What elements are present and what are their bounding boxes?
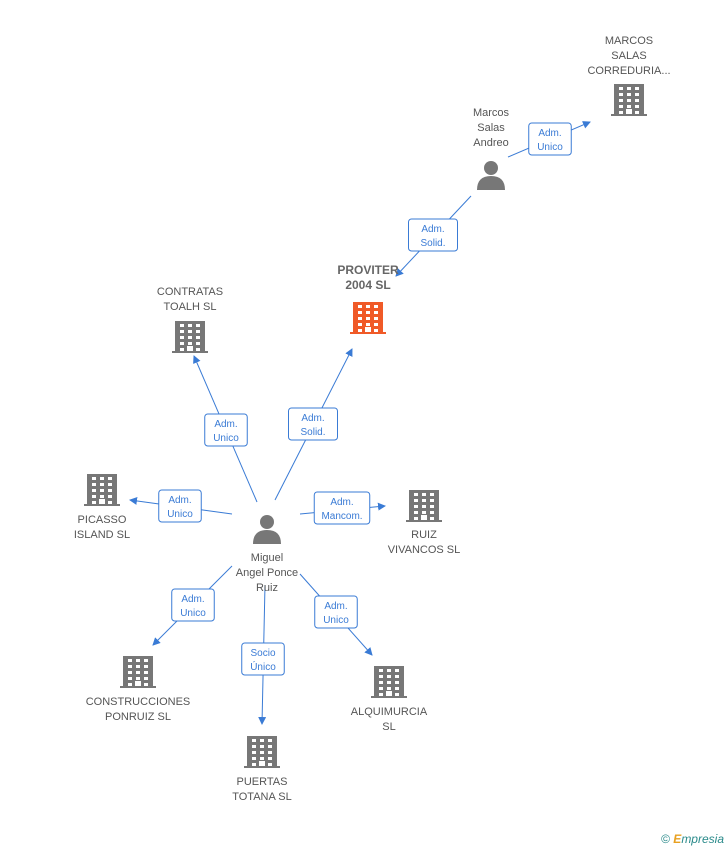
edge-label-line: Mancom. (321, 511, 362, 522)
node-label-line: SALAS (611, 50, 646, 62)
node-label-line: CORREDURIA... (587, 65, 670, 77)
edge-label[interactable]: Adm. Solid. (288, 407, 338, 441)
edge-label-line: Único (250, 660, 276, 673)
edge-label-line: Unico (180, 608, 206, 619)
edge-label-line: Adm. (181, 594, 204, 605)
edge-label-line: Adm. (324, 601, 347, 612)
node-picasso[interactable]: PICASSO ISLAND SL (74, 474, 130, 541)
node-label-line: Andreo (473, 137, 508, 149)
edge-label-line: Solid. (420, 238, 445, 249)
node-label-line: ISLAND SL (74, 529, 130, 541)
edge-label[interactable]: Adm. Unico (171, 588, 215, 622)
edge-label-line: Unico (213, 433, 239, 444)
edge-label[interactable]: Adm. Unico (204, 413, 248, 447)
node-label-line: VIVANCOS SL (388, 544, 461, 556)
building-icon (406, 490, 442, 522)
node-label-line: MARCOS (605, 35, 653, 47)
edge-label[interactable]: Adm. Solid. (408, 218, 458, 252)
node-ruiz[interactable]: RUIZ VIVANCOS SL (388, 490, 461, 556)
edge-miguel-proviter: Adm. Solid. (274, 348, 353, 501)
node-puertas[interactable]: PUERTAS TOTANA SL (232, 736, 292, 803)
building-icon (350, 302, 386, 334)
edge-miguel-picasso: Adm. Unico (129, 489, 233, 523)
node-label-line: Ruiz (256, 582, 278, 594)
node-label-line: CONTRATAS (157, 286, 223, 298)
edge-label-line: Unico (537, 142, 563, 153)
node-label-line: PUERTAS (237, 776, 288, 788)
edge-label-line: Adm. (538, 128, 561, 139)
edge-miguel-construcciones: Adm. Unico (152, 565, 233, 646)
nodes-layer: MARCOS SALAS CORREDURIA... MarcosSalasAndre… (74, 35, 671, 803)
node-label-line: RUIZ (411, 529, 437, 541)
edge-label-line: Adm. (168, 495, 191, 506)
edge-label-line: Unico (323, 615, 349, 626)
edge-miguel-contratas: Adm. Unico (193, 355, 258, 503)
node-construcciones[interactable]: CONSTRUCCIONES PONRUIZ SL (86, 656, 191, 723)
empresia-watermark: © Empresia (661, 832, 724, 846)
edge-label[interactable]: Adm. Unico (158, 489, 202, 523)
edge-label-line: Adm. (301, 413, 324, 424)
edge-label-line: Socio (250, 648, 275, 659)
edge-label-line: Adm. (330, 497, 353, 508)
edge-miguel-ruiz: Adm. Mancom. (299, 491, 386, 525)
node-label-line: TOTANA SL (232, 791, 292, 803)
node-alquimurcia[interactable]: ALQUIMURCIA SL (351, 666, 428, 733)
brand-initial: E (673, 832, 682, 846)
building-icon (120, 656, 156, 688)
edge-label-line: Adm. (214, 419, 237, 430)
node-label-line: Salas (477, 122, 505, 134)
node-marcos_corr[interactable]: MARCOS SALAS CORREDURIA... (587, 35, 671, 116)
node-label-line: PROVITER (337, 263, 399, 277)
node-contratas[interactable]: CONTRATAS TOALH SL (157, 286, 223, 353)
edge-label-line: Solid. (300, 427, 325, 438)
node-label-line: Angel Ponce (236, 567, 298, 579)
edge-marcos-proviter: Adm. Solid. (395, 195, 472, 277)
edge-miguel-alquimurcia: Adm. Unico (299, 573, 373, 656)
person-icon (477, 161, 505, 190)
node-label-line: Miguel (251, 552, 283, 564)
building-icon (172, 321, 208, 353)
node-label-line: Marcos (473, 107, 510, 119)
building-icon (84, 474, 120, 506)
node-label-line: PICASSO (78, 514, 127, 526)
edge-label[interactable]: Adm. Unico (314, 595, 358, 629)
copyright-symbol: © (661, 832, 670, 846)
node-label-line: TOALH SL (164, 301, 217, 313)
edge-label[interactable]: Adm. Mancom. (313, 491, 371, 525)
node-label-line: 2004 SL (345, 278, 390, 292)
edge-label[interactable]: Adm. Unico (528, 122, 572, 156)
edges-layer: Adm.UnicoAdm.Solid.Adm.Solid.Adm.UnicoAd… (129, 121, 591, 725)
node-label-line: SL (382, 721, 395, 733)
edge-marcos-marcos_corr: Adm. Unico (507, 121, 591, 158)
node-label-line: PONRUIZ SL (105, 711, 171, 723)
node-label-line: CONSTRUCCIONES (86, 696, 191, 708)
building-icon (244, 736, 280, 768)
edge-label-line: Unico (167, 509, 193, 520)
edge-label-line: Adm. (421, 224, 444, 235)
building-icon (611, 84, 647, 116)
building-icon (371, 666, 407, 698)
person-icon (253, 515, 281, 544)
node-label-line: ALQUIMURCIA (351, 706, 428, 718)
brand-rest: mpresia (681, 832, 724, 846)
